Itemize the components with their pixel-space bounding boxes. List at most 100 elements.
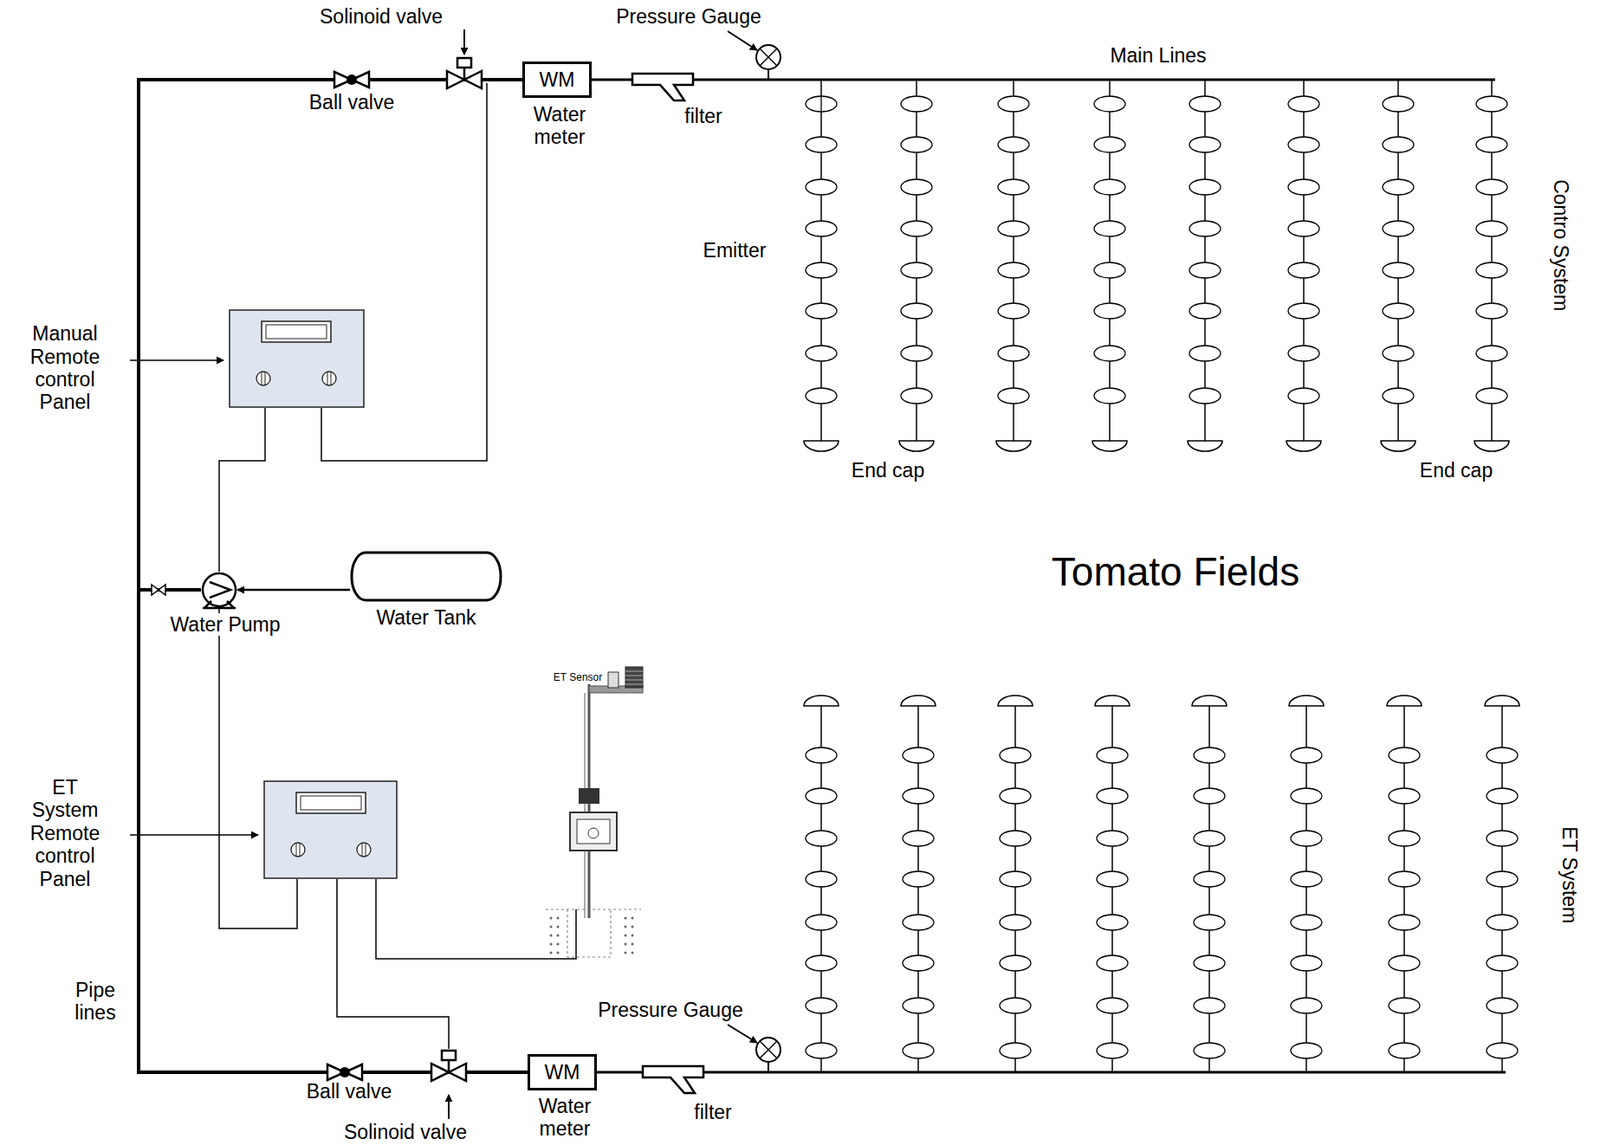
- tank-body: [351, 552, 501, 601]
- emitter-symbol: [805, 997, 837, 1014]
- emitter-symbol: [900, 179, 933, 195]
- pump-valve-symbol: [151, 584, 166, 596]
- sensor-cable: [583, 693, 585, 919]
- emitter-symbol: [1193, 747, 1225, 764]
- soil-dot: [624, 934, 628, 938]
- gauge-cross: [759, 1041, 778, 1059]
- emitter-symbol: [1290, 1042, 1322, 1059]
- part-label: Solinoid valve: [343, 1120, 467, 1144]
- emitter-symbol: [1486, 955, 1518, 972]
- emitter-symbol: [1189, 262, 1221, 279]
- panel-knob: [256, 371, 271, 386]
- lateral-line: [1490, 79, 1493, 441]
- meter-code: WM: [544, 1061, 581, 1084]
- gauge-cross: [759, 1041, 778, 1059]
- emitter-symbol: [1288, 262, 1320, 279]
- panel-knob: [365, 843, 367, 856]
- soil-dot: [624, 926, 628, 929]
- leader-arrow: [727, 1024, 758, 1043]
- solenoid-coil: [457, 58, 472, 68]
- soil-dot: [624, 952, 628, 955]
- emitter-symbol: [1193, 788, 1225, 804]
- emitter-symbol: [902, 955, 934, 972]
- panel-display: [261, 321, 331, 343]
- panel-knob: [291, 842, 305, 857]
- sensor-fin: [625, 684, 643, 686]
- leader-arrow: [129, 834, 259, 836]
- water-pump-label: Water Pump: [167, 613, 285, 636]
- emitter-symbol: [1486, 871, 1518, 888]
- emitter-symbol: [805, 788, 837, 804]
- water-tank: Water Tank: [349, 550, 503, 603]
- pump-body: [202, 573, 236, 607]
- panel-knob: [356, 842, 371, 857]
- soil-dot: [631, 926, 635, 929]
- emitter-symbol: [1193, 1042, 1225, 1059]
- emitter-symbol: [1288, 96, 1320, 112]
- soil-dot: [550, 943, 553, 946]
- emitter-symbol: [999, 830, 1031, 847]
- emitter-symbol: [1382, 303, 1414, 319]
- emitter-symbol: [1094, 220, 1126, 237]
- panel-knob: [362, 843, 363, 856]
- emitter-symbol: [1486, 788, 1518, 804]
- emitter-symbol: [997, 179, 1030, 195]
- gauge-stem: [767, 1062, 770, 1073]
- water-tank-label: Water Tank: [375, 606, 476, 629]
- emitter-symbol: [902, 997, 934, 1014]
- lateral-line: [820, 79, 823, 441]
- emitter-symbol: [805, 262, 837, 279]
- panel-body: [229, 310, 364, 408]
- emitter-symbol: [997, 262, 1030, 279]
- emitter-symbol: [1476, 96, 1508, 112]
- emitter-symbol: [1476, 136, 1508, 153]
- emitter-symbol: [805, 96, 837, 112]
- emitter-symbol: [1096, 747, 1128, 764]
- emitter-symbol: [1388, 997, 1420, 1014]
- emitter-symbol: [1094, 136, 1126, 153]
- water-meter: WMWater meter: [527, 1054, 597, 1091]
- emitter-symbol: [805, 388, 837, 404]
- water-pump: Water Pump: [200, 571, 238, 609]
- emitter-symbol: [1476, 345, 1508, 362]
- emitter-symbol: [1096, 914, 1128, 931]
- emitter-symbol: [1290, 997, 1322, 1014]
- part-label: Emitter: [703, 239, 767, 262]
- soil-dot: [557, 943, 560, 946]
- sensor-device: [578, 788, 600, 804]
- water-pump-outline: [200, 571, 238, 609]
- soil-dot: [557, 917, 560, 920]
- emitter-symbol: [997, 388, 1030, 404]
- emitter-symbol: [1096, 997, 1128, 1014]
- emitter-symbol: [1290, 830, 1322, 847]
- emitter-symbol: [1290, 871, 1322, 888]
- pressure-gauge-symbol: [756, 1037, 781, 1063]
- panel-knob: [299, 843, 301, 856]
- end-cap-symbol: [1386, 695, 1422, 707]
- emitter-symbol: [999, 955, 1031, 972]
- gauge-stem: [767, 69, 770, 80]
- emitter-symbol: [805, 955, 837, 972]
- control-panel-outline: [263, 780, 398, 880]
- soil-dot: [624, 917, 628, 920]
- field-title: Tomato Fields: [1051, 549, 1300, 596]
- emitter-symbol: [902, 871, 934, 888]
- emitter-symbol: [1290, 955, 1322, 972]
- emitter-symbol: [1193, 997, 1225, 1014]
- emitter-symbol: [1288, 136, 1320, 153]
- sensor-head: [608, 672, 619, 688]
- part-label: filter: [684, 104, 722, 128]
- emitter-symbol: [1388, 1042, 1420, 1059]
- end-cap-symbol: [1289, 695, 1324, 707]
- part-label: Pipe lines: [63, 978, 129, 1025]
- gauge-cross: [759, 48, 778, 66]
- soil-dot: [631, 943, 635, 946]
- water-meter-label: Water meter: [523, 103, 596, 149]
- pump-foot: [202, 601, 236, 609]
- ball-valve-symbol: [346, 74, 357, 85]
- end-cap-symbol: [1094, 695, 1130, 707]
- emitter-symbol: [1476, 303, 1508, 319]
- panel-knob: [265, 372, 266, 385]
